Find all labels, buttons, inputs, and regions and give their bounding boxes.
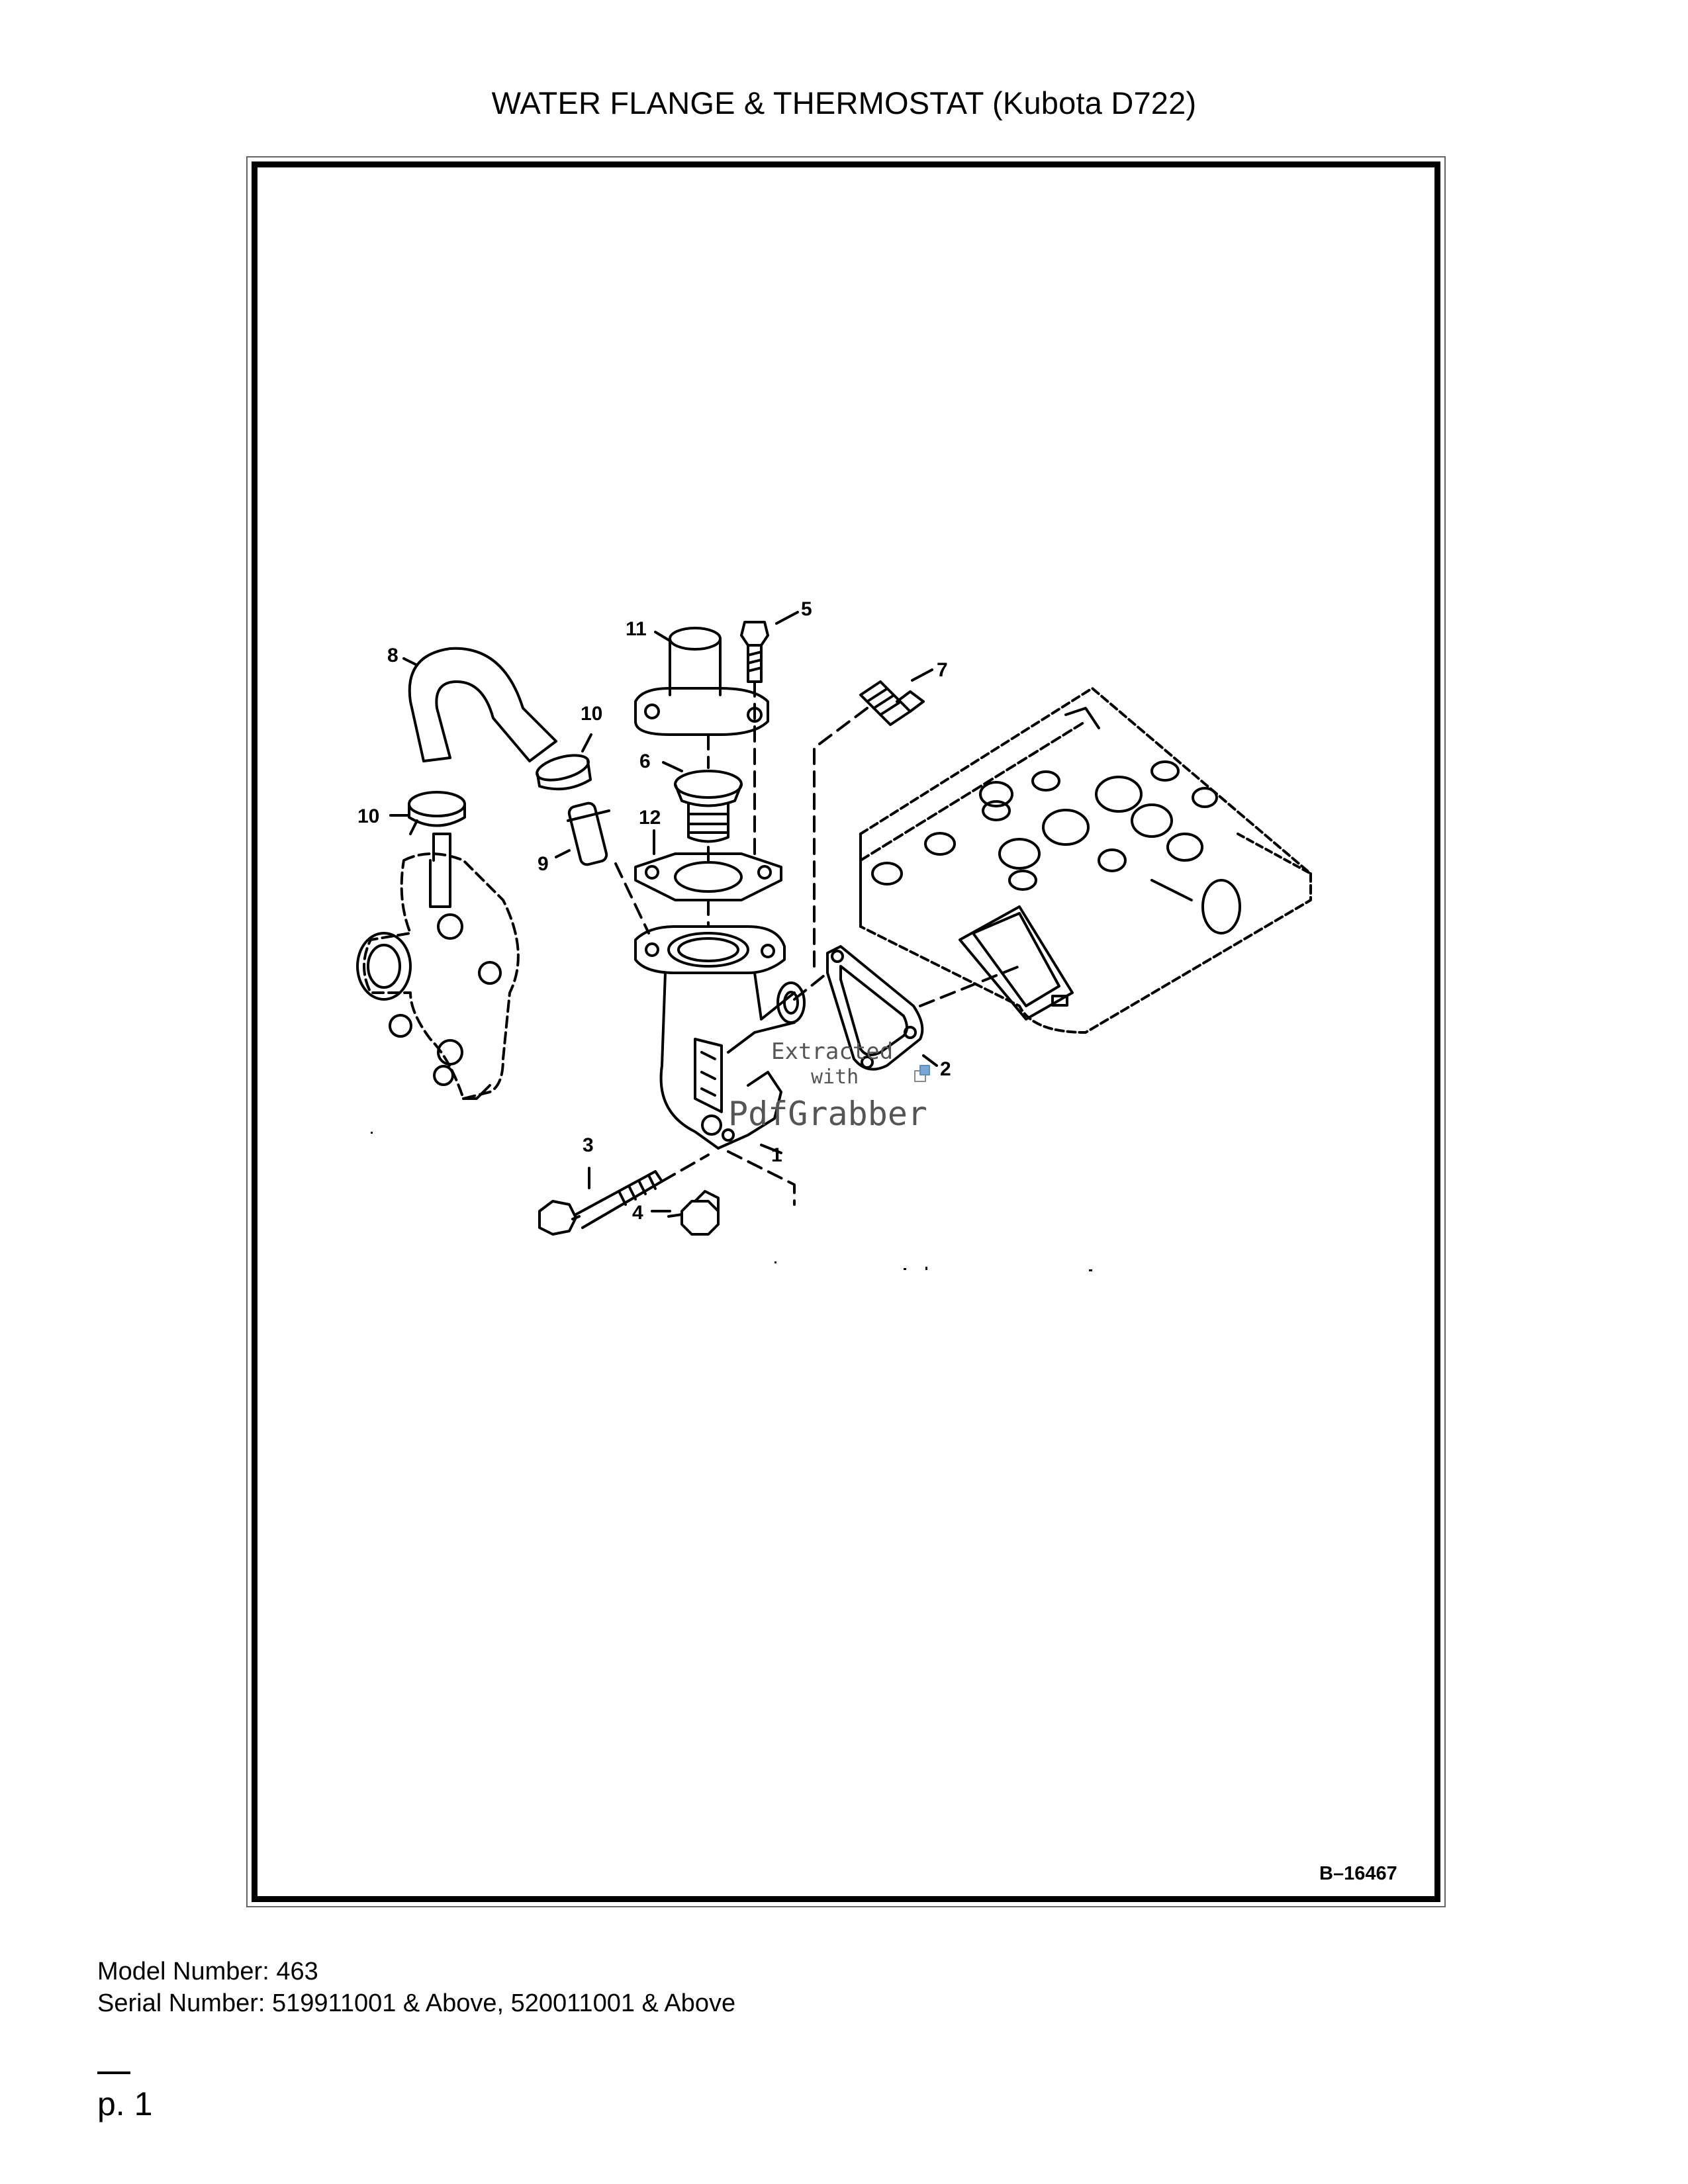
bypass-hose (408, 647, 557, 762)
callout-11: 11 (626, 618, 647, 640)
callout-8: 8 (387, 645, 399, 666)
gasket-2 (826, 945, 924, 1071)
callout-leaders (389, 611, 938, 1212)
watermark-logo-icon (914, 1065, 930, 1082)
gasket-12 (634, 852, 782, 901)
cylinder-head (859, 687, 1312, 1034)
bolt-3 (538, 1170, 663, 1236)
watermark-line-3: PdfGrabber (728, 1095, 927, 1133)
diagram-frame-outer (246, 156, 1446, 1907)
callout-4: 4 (632, 1202, 643, 1224)
bolt-5 (740, 621, 769, 683)
drawing-reference-number: B–16467 (1319, 1863, 1397, 1884)
page-divider (97, 2071, 130, 2074)
callout-numbers: 1 2 3 4 5 6 7 8 9 10 10 11 12 (357, 598, 951, 1224)
callout-6: 6 (639, 751, 651, 772)
callout-9: 9 (538, 853, 549, 875)
watermark-line-1: Extracted (771, 1038, 893, 1065)
callout-10-right: 10 (581, 703, 602, 725)
callout-10-left: 10 (357, 805, 379, 827)
serial-number: Serial Number: 519911001 & Above, 520011… (97, 1989, 736, 2017)
water-pump (356, 833, 520, 1100)
callout-1: 1 (771, 1144, 782, 1166)
bolt-4 (667, 1190, 720, 1236)
assembly-lines (614, 680, 1021, 1206)
callout-12: 12 (639, 807, 661, 829)
callout-3: 3 (583, 1134, 594, 1156)
bypass-pipe (567, 801, 610, 866)
callout-7: 7 (937, 659, 948, 681)
water-flange (634, 925, 806, 1150)
scan-specks (371, 1132, 1092, 1271)
model-number: Model Number: 463 (97, 1958, 318, 1985)
watermark-line-2: with (811, 1066, 859, 1089)
callout-2: 2 (940, 1058, 951, 1080)
thermostat (674, 770, 743, 843)
diagram-frame (252, 161, 1440, 1902)
page-title: WATER FLANGE & THERMOSTAT (Kubota D722) (491, 85, 1197, 120)
hose-clamps (408, 754, 592, 835)
watermark: Extracted with PdfGrabber (728, 1038, 927, 1133)
callout-5: 5 (801, 598, 812, 620)
page-number: p. 1 (97, 2085, 153, 2122)
drain-plug (859, 680, 925, 726)
